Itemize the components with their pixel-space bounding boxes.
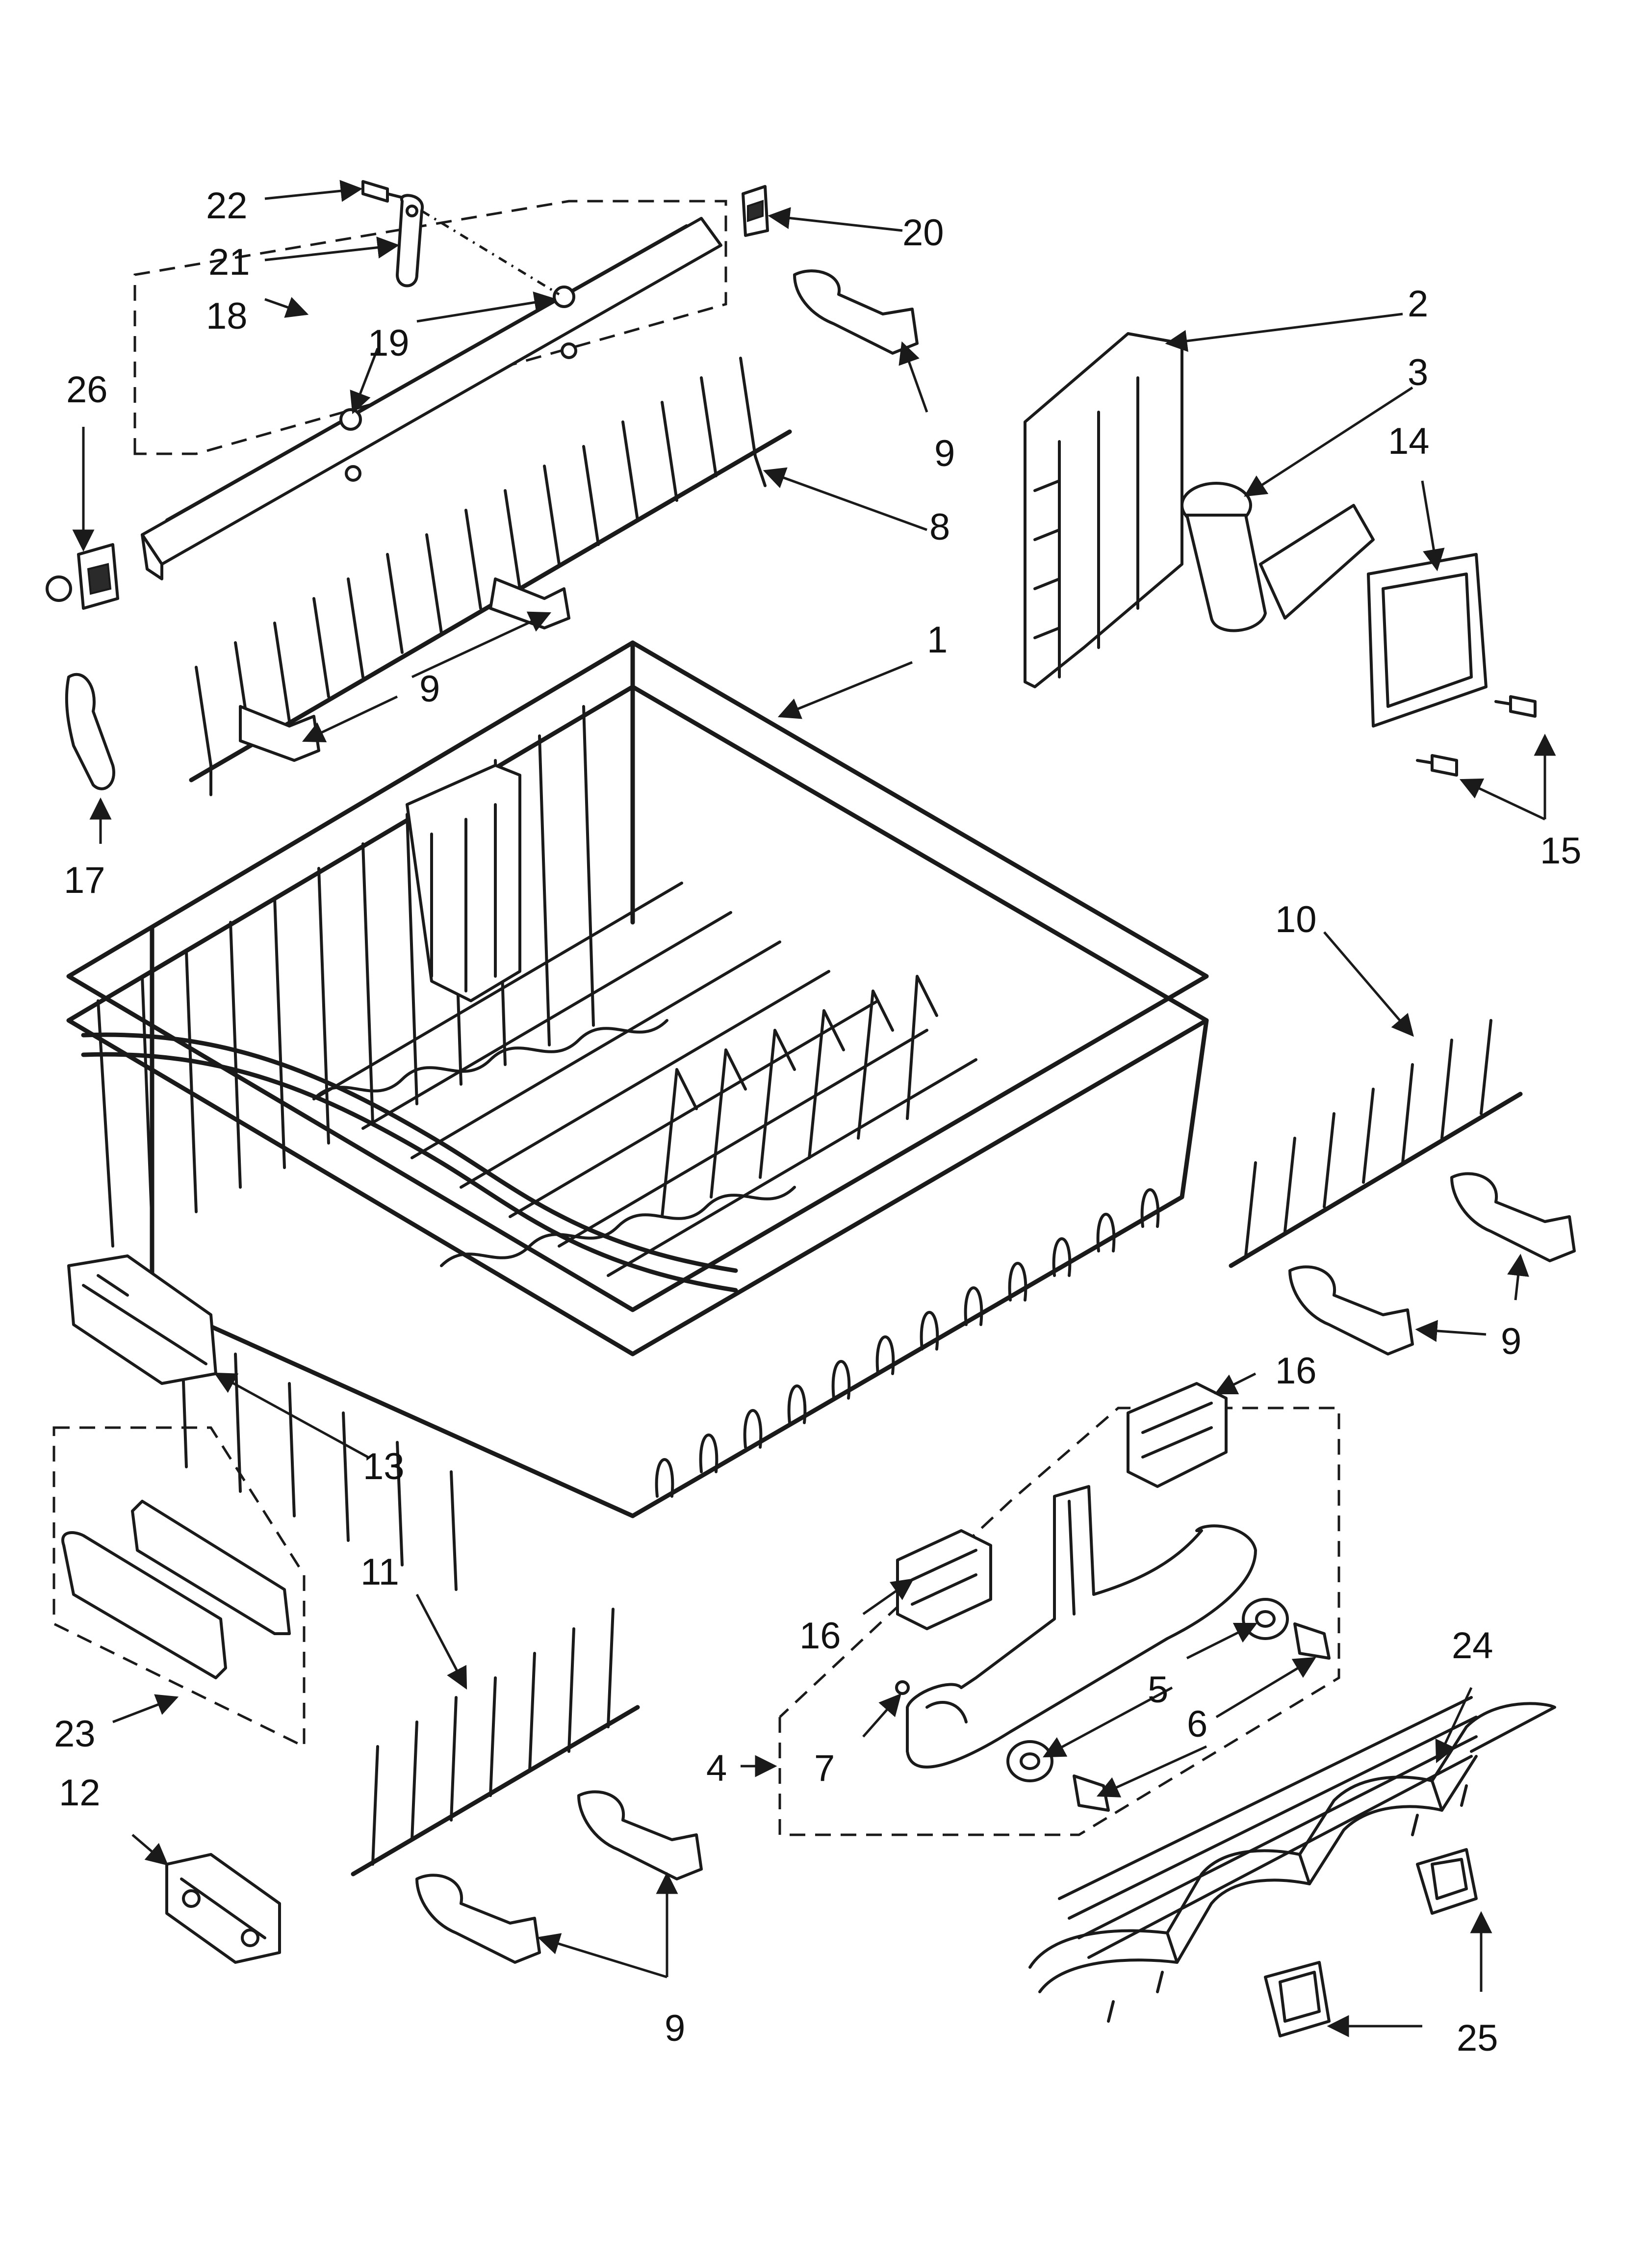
clip-9-lower-a: [577, 1790, 703, 1880]
callout-2: 2: [1408, 283, 1428, 325]
callout-17: 17: [64, 860, 105, 901]
wire-rack-24: [1028, 1696, 1556, 2023]
tine-row-11: [351, 1608, 640, 1877]
callout-9-right: 9: [1501, 1321, 1521, 1362]
handle-23: [61, 1500, 291, 1679]
callout-6: 6: [1187, 1703, 1207, 1745]
bracket-4: [906, 1485, 1257, 1769]
group-box-4-lower-rack-bracket: [778, 1407, 1340, 1836]
callout-16-upper: 16: [1275, 1350, 1317, 1392]
callout-26: 26: [66, 369, 108, 411]
callout-13: 13: [363, 1446, 405, 1487]
callout-18: 18: [206, 295, 248, 337]
callout-19: 19: [368, 322, 410, 364]
callout-25: 25: [1457, 2017, 1498, 2059]
nozzle-3: [1180, 482, 1375, 632]
callout-3: 3: [1408, 352, 1428, 393]
callout-24: 24: [1452, 1625, 1493, 1667]
callout-9-lower: 9: [665, 2007, 685, 2049]
clip-9-rack-a: [489, 577, 570, 629]
callout-23: 23: [54, 1713, 96, 1755]
callout-14: 14: [1388, 420, 1430, 462]
wheel-5-upper: [1242, 1598, 1289, 1640]
callout-4: 4: [706, 1747, 727, 1789]
clip-9-rack-b: [239, 705, 320, 762]
callout-22: 22: [206, 185, 248, 227]
clip-17: [65, 673, 115, 790]
clip-25-upper: [1416, 1848, 1478, 1915]
clip-9-right-b: [1288, 1265, 1414, 1356]
wheel-5-lower: [1006, 1740, 1053, 1782]
callout-12: 12: [59, 1772, 101, 1814]
manifold-2: [1024, 332, 1183, 688]
rail-roller: [339, 408, 362, 431]
rail-roller: [553, 286, 575, 308]
callout-10: 10: [1275, 899, 1317, 940]
callout-5: 5: [1148, 1669, 1168, 1711]
tine-row-10: [1229, 1019, 1523, 1268]
screw-15-b: [1416, 754, 1458, 777]
upper-rack-assembly: [66, 640, 1209, 1591]
callout-20: 20: [902, 212, 944, 254]
plate-21: [396, 194, 424, 287]
clip-9-right-a: [1450, 1172, 1576, 1262]
leader-lines: [72, 180, 1556, 2037]
clip-9-upper-right: [793, 269, 919, 355]
clip-16-upper: [1127, 1382, 1228, 1488]
clip-16-lower: [896, 1529, 992, 1630]
callout-9-upper: 9: [934, 433, 955, 474]
rail-18: [141, 217, 722, 580]
callout-8: 8: [929, 506, 950, 548]
cover-14: [1367, 553, 1488, 728]
screw-7: [895, 1680, 910, 1695]
callout-1: 1: [927, 619, 948, 661]
clip-25-lower: [1264, 1961, 1331, 2037]
clip-20: [742, 185, 769, 237]
bracket-12: [165, 1853, 281, 1964]
screw-15-a: [1494, 695, 1537, 718]
callout-16-lower: 16: [799, 1615, 841, 1657]
group-box-18-rail-assembly: [133, 200, 727, 455]
callout-9-mid: 9: [419, 668, 440, 710]
callout-11: 11: [360, 1551, 399, 1593]
bracket-13: [67, 1254, 217, 1385]
callout-21: 21: [208, 241, 250, 283]
clip-9-lower-b: [415, 1874, 541, 1964]
rack-stop-26: [46, 543, 119, 610]
callout-labels: 22 21 18 19 20 26 17 9 8 9 1 2 3 14 15 1…: [54, 185, 1582, 2059]
callout-15: 15: [1540, 830, 1582, 872]
axle-6-upper: [1293, 1622, 1331, 1660]
callout-7: 7: [814, 1747, 835, 1789]
